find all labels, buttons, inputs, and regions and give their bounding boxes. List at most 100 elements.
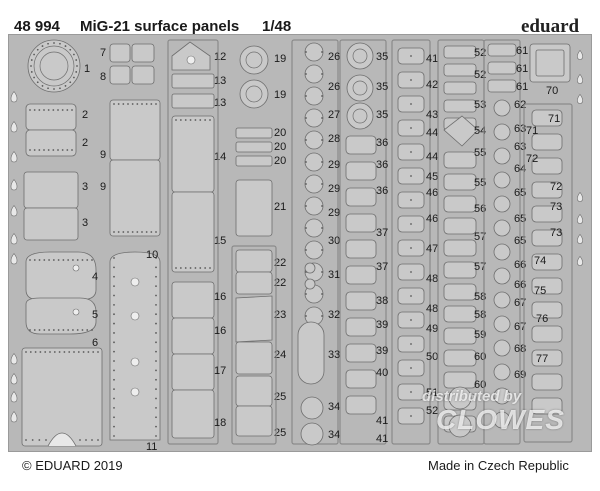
rivet-dot <box>410 319 412 321</box>
etched-disc <box>493 267 511 285</box>
rivet-dot <box>305 183 307 185</box>
rivet-dot <box>43 149 45 151</box>
rivet-dot <box>75 71 78 73</box>
rivet-dot <box>48 259 50 261</box>
part-number: 77 <box>536 353 548 365</box>
part-number: 52 <box>474 47 486 59</box>
etched-disc <box>304 108 324 128</box>
part-number: 39 <box>376 345 388 357</box>
part-number: 23 <box>274 309 286 321</box>
part-number: 21 <box>274 201 286 213</box>
part-number: 57 <box>474 231 486 243</box>
part-number: 19 <box>274 89 286 101</box>
rivet-dot <box>49 351 51 353</box>
etched-panel <box>109 159 161 237</box>
rivet-dot <box>69 48 72 51</box>
rivet-dot <box>305 161 307 163</box>
rivet-dot <box>305 315 307 317</box>
rivet-dot <box>66 109 69 111</box>
etched-panel <box>23 171 79 209</box>
etched-panel <box>487 79 517 93</box>
rivet-dot <box>113 313 115 316</box>
rivet-dot <box>305 117 307 119</box>
etched-panel <box>443 195 477 213</box>
part-number: 35 <box>376 109 388 121</box>
etched-disc <box>346 102 374 130</box>
rivet-dot <box>179 119 182 121</box>
rivet-dot <box>47 109 50 111</box>
rivet-dot <box>155 369 157 372</box>
rivet-dot <box>52 259 55 261</box>
etched-panel <box>443 283 477 301</box>
etched-disc <box>239 79 269 109</box>
sprue-frame <box>231 245 277 445</box>
rivet-dot <box>57 109 59 111</box>
rivet-dot <box>113 369 115 372</box>
etched-panel <box>345 343 377 363</box>
tear-drop-opening <box>10 179 18 191</box>
sprue-frame <box>391 39 431 445</box>
rivet-dot <box>305 95 307 97</box>
rivet-dot <box>52 149 55 151</box>
part-number: 10 <box>146 249 158 261</box>
part-number: 11 <box>146 441 157 453</box>
rivet-dot <box>61 109 64 111</box>
rivet-dot <box>155 397 157 400</box>
etched-panel <box>345 161 377 181</box>
part-number: 55 <box>474 147 486 159</box>
etched-panel <box>443 217 477 235</box>
tear-drop-opening <box>577 233 583 244</box>
rivet-dot <box>321 117 323 119</box>
part-number: 2 <box>82 109 88 121</box>
etched-disc <box>493 219 511 237</box>
part-number: 52 <box>426 405 438 417</box>
part-number: 1 <box>84 63 90 75</box>
rivet-dot <box>113 416 115 419</box>
rivet-dot <box>81 329 84 331</box>
rivet-dot <box>45 439 47 441</box>
rivet-dot <box>73 351 75 353</box>
tear-drop-opening <box>10 233 18 245</box>
etched-disc <box>493 339 511 357</box>
etched-panel <box>345 291 377 311</box>
part-number: 3 <box>82 181 88 193</box>
rivet-dot <box>43 259 46 261</box>
rivet-dot <box>184 119 187 121</box>
etched-panel <box>109 43 131 63</box>
rivet-dot <box>73 76 75 79</box>
rivet-dot <box>321 51 323 53</box>
etched-panel <box>443 81 477 95</box>
mounting-hole <box>186 55 196 65</box>
etched-panel <box>443 45 477 59</box>
rivet-dot <box>410 55 412 57</box>
scale-label: 1/48 <box>262 18 292 35</box>
part-number: 60 <box>474 379 486 391</box>
tear-drop-opening <box>10 253 18 265</box>
etched-panel <box>443 371 477 389</box>
etched-disc <box>304 86 324 106</box>
part-number: 73 <box>550 201 562 213</box>
etched-panel <box>487 43 517 57</box>
rivet-dot <box>321 315 323 317</box>
etched-disc <box>304 152 324 172</box>
sprue-frame <box>167 39 219 445</box>
etched-panel <box>345 213 377 233</box>
etched-disc <box>448 386 472 410</box>
part-number: 44 <box>426 127 438 139</box>
etched-panel <box>235 375 273 407</box>
rivet-dot <box>113 303 115 306</box>
rivet-dot <box>321 139 323 141</box>
rivet-dot <box>136 103 139 105</box>
rivet-dot <box>113 388 115 391</box>
origin-text: Made in Czech Republic <box>428 458 569 473</box>
rivet-dot <box>81 259 84 261</box>
part-number: 35 <box>376 81 388 93</box>
tear-drop-opening <box>577 213 583 224</box>
part-number: 65 <box>514 187 526 199</box>
rivet-dot <box>321 73 323 75</box>
etched-disc <box>493 243 511 261</box>
part-number: 66 <box>514 279 526 291</box>
rivet-dot <box>321 205 323 207</box>
rivet-dot <box>204 267 207 269</box>
